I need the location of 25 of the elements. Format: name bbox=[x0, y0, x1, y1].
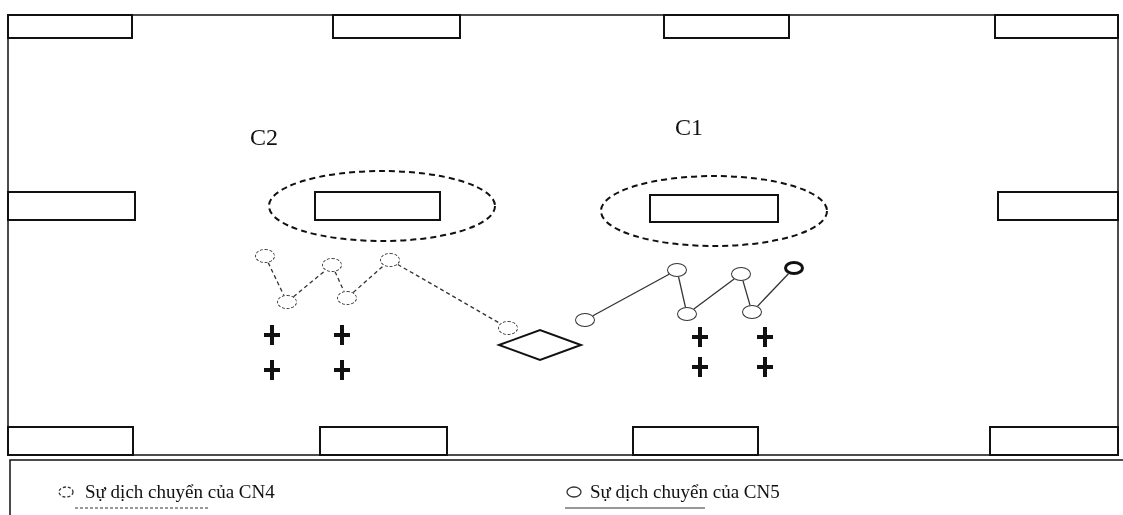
connector-line bbox=[693, 278, 735, 310]
dashed-circle bbox=[380, 253, 400, 267]
circle-marker bbox=[731, 267, 751, 281]
connector-line bbox=[592, 273, 670, 317]
circle-marker bbox=[667, 263, 687, 277]
circle-marker bbox=[575, 313, 595, 327]
circle-marker bbox=[784, 261, 804, 275]
dashed-connector bbox=[267, 262, 285, 296]
dashed-connector bbox=[292, 269, 327, 298]
connector-line bbox=[677, 276, 687, 308]
circle-marker bbox=[677, 307, 697, 321]
dashed-circle bbox=[255, 249, 275, 263]
circle-marker bbox=[742, 305, 762, 319]
cluster-label: C1 bbox=[675, 115, 703, 139]
dashed-circle bbox=[498, 321, 518, 335]
dashed-circle bbox=[277, 295, 297, 309]
connector-line bbox=[756, 273, 790, 307]
dashed-circle bbox=[337, 291, 357, 305]
dashed-circle bbox=[322, 258, 342, 272]
cluster-label: C2 bbox=[250, 125, 278, 149]
dashed-connector bbox=[397, 263, 501, 325]
legend-text: Sự dịch chuyển của CN4 bbox=[85, 482, 275, 501]
dashed-connector bbox=[352, 264, 385, 294]
legend-text: Sự dịch chuyển của CN5 bbox=[590, 482, 780, 501]
connector-line bbox=[742, 280, 751, 306]
